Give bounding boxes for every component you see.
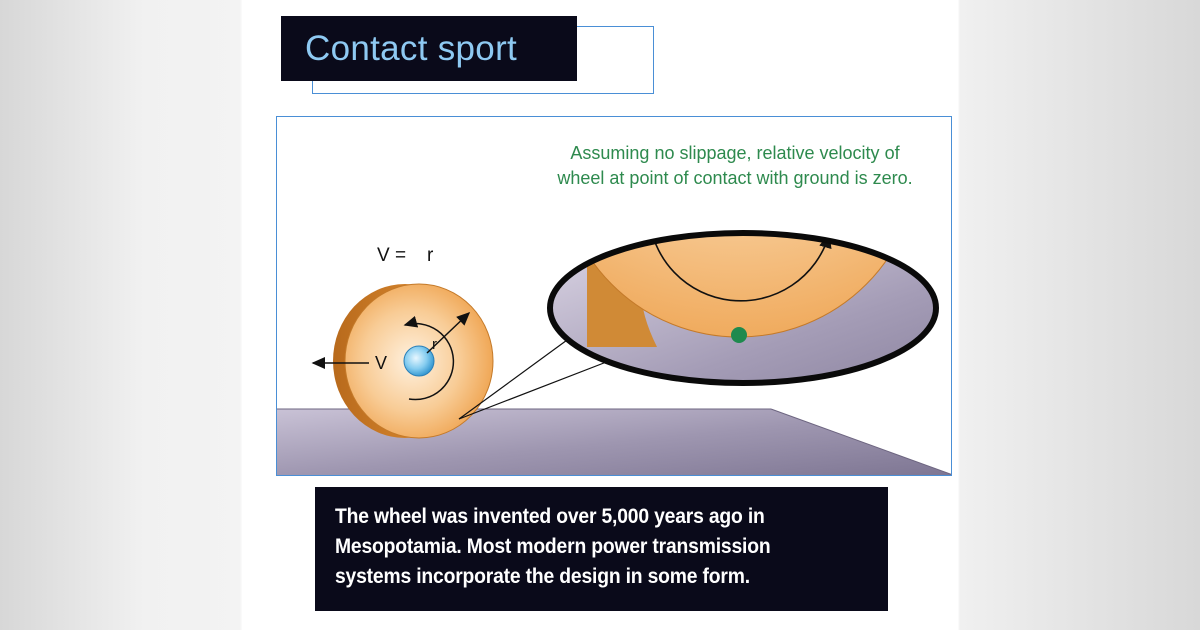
page-title: Contact sport xyxy=(305,28,518,68)
title-box: Contact sport xyxy=(281,16,577,81)
note-line-1: Assuming no slippage, relative velocity … xyxy=(570,143,900,163)
caption-text: The wheel was invented over 5,000 years … xyxy=(335,505,771,588)
wheel-icon xyxy=(311,283,494,439)
radius-label: r xyxy=(432,336,437,353)
wheel-diagram: Assuming no slippage, relative velocity … xyxy=(276,116,952,476)
zoom-detail xyxy=(550,233,936,383)
contact-point xyxy=(731,327,747,343)
velocity-label: V xyxy=(375,353,387,373)
caption-box: The wheel was invented over 5,000 years … xyxy=(315,487,888,611)
wheel-diagram-svg: Assuming no slippage, relative velocity … xyxy=(277,143,951,475)
formula-v: V = xyxy=(377,245,406,266)
hub-icon xyxy=(403,345,435,377)
note-line-2: wheel at point of contact with ground is… xyxy=(556,168,912,188)
formula-r: r xyxy=(427,245,434,266)
